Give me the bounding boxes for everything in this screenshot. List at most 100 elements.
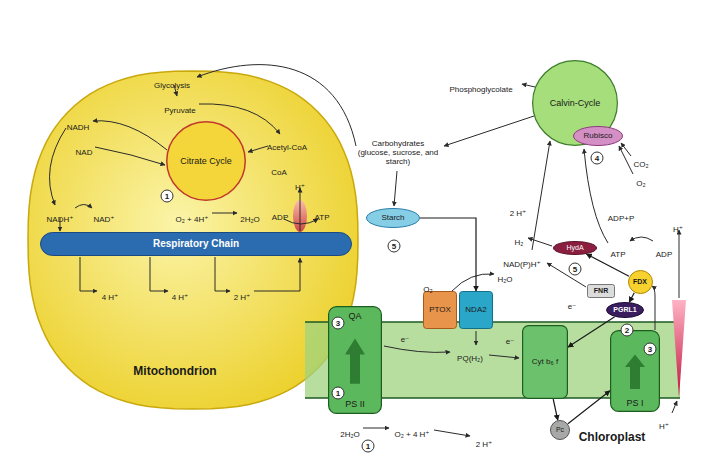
callout-number: 2 [621,324,634,337]
text-label: e⁻ [568,302,577,311]
pathway-arrow [444,116,534,146]
arrow-group [284,84,655,358]
storage-oval-outline [367,209,420,228]
text-label: H⁺ [295,183,305,192]
connector-arrow [553,399,558,420]
callout-number: 3 [332,317,345,330]
proton-arrow [150,257,168,291]
node-text: Cyt b₆ f [532,357,558,366]
membrane-line [305,397,680,399]
text-label: 2H₂O [240,215,260,224]
text-label: NAD [76,148,93,157]
text-label: ATP [315,213,330,222]
text-label: 4 H⁺ [172,293,189,302]
text-label: H⁺ [673,225,683,234]
node-text: PGRL1 [613,306,636,314]
arrow-group [363,230,679,436]
protein-box: NDA2 [459,291,493,329]
text-label: CoA [271,168,287,177]
atp-arrow [630,237,653,241]
pathway-arrow [532,141,550,250]
photosystem-outline [329,307,382,414]
callout-number: 4 [591,152,604,165]
connector-arrow [568,391,610,424]
text-label: NADH [67,123,90,132]
protein-box: FNR [587,284,615,298]
organelle-name: Chloroplast [579,431,646,445]
connector-arrow [420,218,476,291]
callout-number: 1 [362,440,375,453]
proton-arrow [434,430,470,436]
storage-oval: Starch [366,208,420,228]
text-label: Acetyl-CoA [267,143,307,152]
pathway-arrow [93,121,167,150]
node-text: FNR [594,287,608,295]
arrow-group [50,65,356,291]
text-label: H₂ [515,238,524,247]
node-text: Calvin-Cycle [550,98,601,108]
enzyme-oval-outline [554,242,597,255]
protein-complex: Cyt b₆ f [522,325,568,399]
pathway-arrow [452,274,494,291]
pathway-arrow [50,128,66,205]
text-label: CO₂ [633,160,648,169]
organelle-name: Mitochondrion [133,365,216,379]
text-label: NAD⁺ [93,215,114,224]
protein-oval-outline [607,303,644,318]
flagellum [80,5,128,58]
node-text: FDX [633,278,647,286]
pathway-arrow [619,146,633,174]
protein-circle-outline [551,421,570,440]
protein-complex-outline [523,326,568,399]
water-splitting-arrow [363,428,389,429]
membrane-band: Respiratory Chain [40,232,352,256]
text-label: Phosphoglycolate [449,85,512,94]
callout-number: 1 [332,387,345,400]
protein-box-outline [588,285,615,298]
enzyme-oval: Rubisco [573,126,623,146]
membrane-line [305,321,680,323]
text-label: Glycolysis [154,81,190,90]
text-label: Pyruvate [164,106,196,115]
text-label: 4 H⁺ [102,293,119,302]
text-label: e⁻ [401,335,410,344]
text-label: O₂ + 4 H⁺ [394,430,429,439]
text-label: 2H₂O [340,430,360,439]
proton-arrow [215,257,230,291]
callout-number: 3 [644,343,657,356]
organelle-outline-outline [291,63,702,457]
node-text: PS I [626,398,643,408]
pathway-arrow [522,84,535,87]
callout-number: 1 [161,190,174,203]
photosystem-outline [611,331,660,412]
proton-arrow [300,188,301,231]
node-text: Pc [556,426,564,434]
proton-arrow [254,258,300,291]
protein-oval: PGRL1 [606,302,644,318]
text-label: PQ(H₂) [457,354,483,363]
text-label: ADP+P [608,214,634,223]
protein-box-outline [460,292,493,329]
node-text: PS II [345,399,365,409]
text-label: O₂ [423,285,432,294]
node-text: HydA [566,244,583,252]
node-text: QA [348,311,361,321]
node-text: Starch [381,213,404,222]
pathway-arrow [95,147,165,165]
pathway-arrow [584,149,608,243]
carbohydrate-export-arrow [197,65,356,146]
proton-pump-arrow [625,355,645,389]
membrane-band-outline [41,233,352,256]
connector-arrow [629,293,634,303]
electron-arrow [476,331,477,345]
thylakoid-membrane [305,322,680,398]
electron-arrow [489,355,519,358]
callout-number: 5 [569,263,582,276]
proton-arrow [672,401,677,413]
protein-box-outline [424,292,457,329]
protein-circle: Pc [550,420,570,440]
node-text: Citrate Cycle [180,156,232,166]
text-label: H⁺ [659,422,669,431]
cycle-circle-outline [167,122,246,201]
enzyme-oval-outline [574,127,623,146]
